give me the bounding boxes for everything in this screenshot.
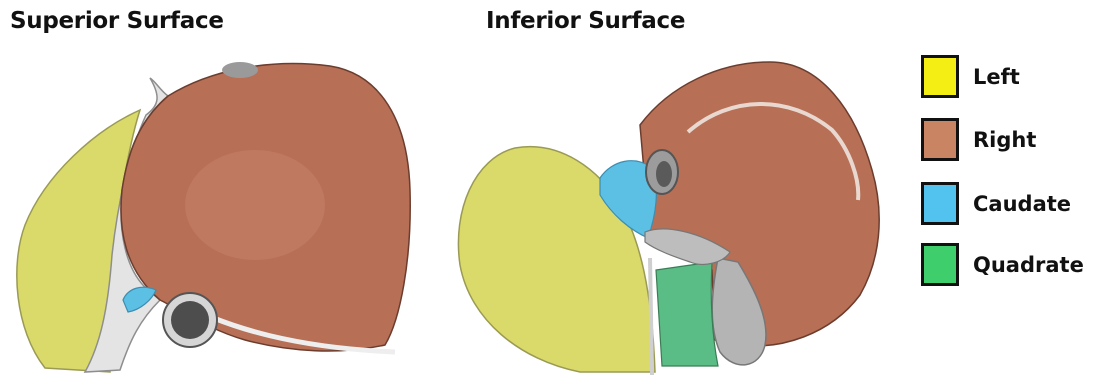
legend-item-left: Left [921,55,1020,98]
right-lobe-highlight [185,150,325,260]
legend-item-right: Right [921,118,1036,161]
legend-label-quadrate: Quadrate [973,253,1084,277]
legend-label-left: Left [973,65,1020,89]
legend-swatch-left [921,55,959,98]
quadrate-lobe [656,262,718,366]
fissure-line [650,258,652,375]
legend-swatch-right [921,118,959,161]
vena-cava-lumen-inferior-view [656,161,672,187]
top-vessel [222,62,258,78]
superior-surface-illustration [0,0,430,380]
legend-item-quadrate: Quadrate [921,243,1084,286]
legend-item-caudate: Caudate [921,182,1071,225]
legend-swatch-caudate [921,182,959,225]
legend-label-right: Right [973,128,1036,152]
legend-label-caudate: Caudate [973,192,1071,216]
inferior-surface-illustration [440,0,900,380]
inferior-vena-cava-lumen [171,301,209,339]
legend-swatch-quadrate [921,243,959,286]
